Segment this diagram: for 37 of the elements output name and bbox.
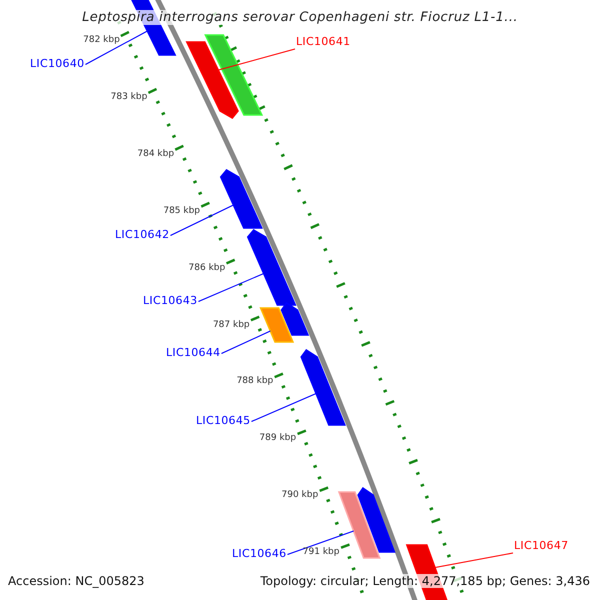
- position-label: 782 kbp: [83, 36, 120, 45]
- gene-label: LIC10641: [296, 36, 350, 47]
- gene-bar: [280, 302, 310, 336]
- position-label: 786 kbp: [188, 264, 226, 273]
- leader-line: [250, 393, 317, 422]
- leader-line: [170, 204, 234, 236]
- gene-bar: [204, 34, 264, 116]
- position-label: 791 kbp: [302, 548, 340, 558]
- leader-line: [218, 48, 296, 70]
- gene-label: LIC10640: [30, 58, 84, 69]
- position-label: 783 kbp: [110, 92, 148, 102]
- gene-bar: [300, 348, 346, 426]
- gene-bar: [259, 307, 294, 343]
- gene-label: LIC10642: [115, 229, 170, 240]
- gene-label: LIC10643: [143, 295, 198, 306]
- leader-line: [220, 330, 271, 354]
- gene-label: LIC10646: [232, 548, 286, 559]
- gene-label: LIC10647: [514, 540, 568, 551]
- leader-line: [198, 273, 264, 302]
- leader-line: [434, 552, 514, 568]
- accession-text: Accession: NC_005823: [6, 574, 146, 588]
- position-label: 784 kbp: [137, 150, 174, 159]
- genome-stats-text: Topology: circular; Length: 4,277,185 bp; Genes: 3,436: [258, 574, 592, 588]
- position-label: 787 kbp: [212, 320, 250, 330]
- gene-bar: [338, 491, 381, 559]
- gene-bar: [186, 41, 239, 119]
- position-label: 790 kbp: [282, 491, 318, 500]
- leader-line: [84, 30, 148, 65]
- leader-line: [286, 530, 354, 555]
- gene-bar: [246, 229, 296, 306]
- position-label: 789 kbp: [259, 434, 296, 444]
- gene-bar: [220, 169, 263, 229]
- gene-bar: [357, 486, 396, 553]
- gene-label: LIC10644: [166, 347, 220, 358]
- position-label: 785 kbp: [163, 206, 200, 216]
- position-label: 788 kbp: [236, 377, 274, 386]
- gene-label: LIC10645: [196, 415, 250, 426]
